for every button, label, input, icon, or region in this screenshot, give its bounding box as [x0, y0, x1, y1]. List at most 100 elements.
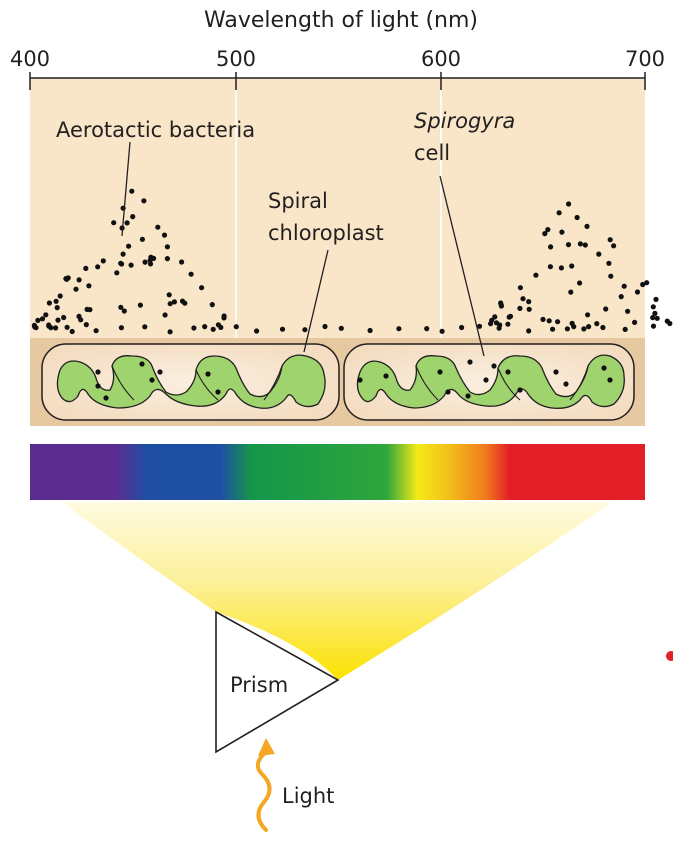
bacterium-dot [55, 317, 61, 323]
bacterium-dot [526, 306, 532, 312]
bacterium-dot [215, 322, 221, 328]
bacterium-dot [86, 283, 92, 289]
bacterium-dot [654, 315, 660, 321]
bacterium-dot [76, 277, 82, 283]
bacterium-dot [161, 232, 168, 238]
bacterium-dot [652, 310, 658, 316]
bacterium-dot [167, 329, 173, 335]
bacterium-dot [586, 324, 592, 330]
bacterium-dot [555, 319, 561, 325]
bacterium-dot [526, 299, 532, 305]
bacterium-dot [650, 304, 656, 310]
dispersed-light-cone [62, 502, 612, 680]
bacterium-dot [124, 220, 130, 226]
bacterium-dot [653, 296, 659, 302]
bacterium-dot [577, 280, 583, 286]
oxygen-dot [95, 383, 101, 389]
bacterium-dot [233, 324, 239, 330]
oxygen-dot [467, 359, 473, 365]
spiral-chloroplast-left [56, 354, 326, 409]
bacterium-dot [582, 242, 588, 248]
bacterium-dot [640, 281, 646, 288]
bacterium-dot [93, 328, 99, 334]
label-spirogyra-cell: cell [414, 141, 450, 165]
bacterium-dot [533, 272, 539, 278]
oxygen-dot [465, 393, 471, 399]
light-wave-arrow [255, 750, 272, 832]
bacterium-dot [611, 243, 617, 249]
bacterium-dot [202, 324, 208, 330]
oxygen-dot [601, 365, 607, 371]
oxygen-dot [139, 361, 145, 367]
oxygen-dot [517, 387, 523, 393]
bacterium-dot [54, 305, 60, 311]
bacterium-dot [396, 326, 402, 332]
bacterium-dot [600, 324, 606, 331]
bacterium-dot [118, 325, 124, 331]
tick-label-600: 600 [421, 47, 461, 71]
oxygen-dot [553, 369, 559, 375]
bacterium-dot [139, 236, 145, 242]
bacterium-dot [603, 306, 609, 312]
bacterium-dot [111, 220, 117, 226]
tick-label-400: 400 [10, 47, 50, 71]
bacterium-dot [546, 318, 552, 324]
bacterium-dot [322, 323, 328, 330]
bacterium-dot [577, 241, 584, 247]
bacterium-dot [221, 315, 227, 321]
aerotactic-bacteria-dots [31, 188, 673, 335]
bacterium-dot [507, 313, 514, 319]
label-chloroplast: chloroplast [268, 221, 384, 245]
bacterium-dot [43, 312, 49, 318]
bacterium-dot [584, 223, 590, 229]
bacterium-dot [142, 259, 148, 265]
bacterium-dot [188, 271, 194, 277]
bacterium-dot [559, 229, 565, 235]
bacterium-dot [166, 292, 172, 298]
bacterium-dot [558, 265, 565, 271]
bacterium-dot [489, 317, 495, 323]
bacterium-dot [95, 264, 101, 270]
bacterium-dot [191, 325, 197, 331]
bacterium-dot [542, 231, 548, 237]
bacterium-dot [622, 326, 628, 332]
bacterium-dot [517, 305, 523, 311]
bacterium-dot [73, 286, 79, 292]
bacterium-dot [566, 201, 572, 207]
bacterium-dot [162, 312, 168, 318]
bacterium-dot [650, 315, 656, 321]
bacterium-dot [568, 289, 574, 295]
bacterium-dot [254, 328, 260, 334]
bacterium-dot [650, 323, 657, 329]
chloroplast-twist-lines [111, 365, 589, 401]
bacterium-dot [644, 280, 650, 286]
bacterium-dot [498, 303, 504, 309]
oxygen-dot [445, 389, 451, 395]
bacterium-dot [129, 188, 135, 194]
bacterium-dot [164, 244, 170, 250]
bacterium-dot [625, 308, 631, 314]
bacterium-dot [664, 318, 670, 324]
tick-label-700: 700 [625, 47, 665, 71]
bacterium-dot [118, 260, 124, 266]
bacterium-dot [147, 261, 154, 267]
bacterium-dot [167, 301, 173, 307]
bacterium-dot [164, 256, 170, 262]
bacterium-dot [548, 244, 554, 250]
bacterium-dot [137, 302, 143, 308]
oxygen-dot [95, 369, 101, 375]
bacterium-dot [39, 316, 46, 322]
bacterium-dot [556, 210, 562, 216]
oxygen-dot [491, 363, 497, 369]
bacterium-dot [618, 294, 624, 300]
spirogyra-leader-line [439, 175, 485, 357]
bacterium-dot [64, 324, 70, 330]
bacterium-dot [493, 320, 500, 326]
bacterium-dot [83, 322, 89, 328]
oxygen-dot [157, 369, 163, 375]
label-prism: Prism [230, 673, 288, 697]
bacterium-dot [35, 317, 41, 323]
bacterium-dot [585, 312, 591, 318]
bacterium-dot [279, 326, 286, 332]
bacterium-dot [540, 316, 546, 322]
